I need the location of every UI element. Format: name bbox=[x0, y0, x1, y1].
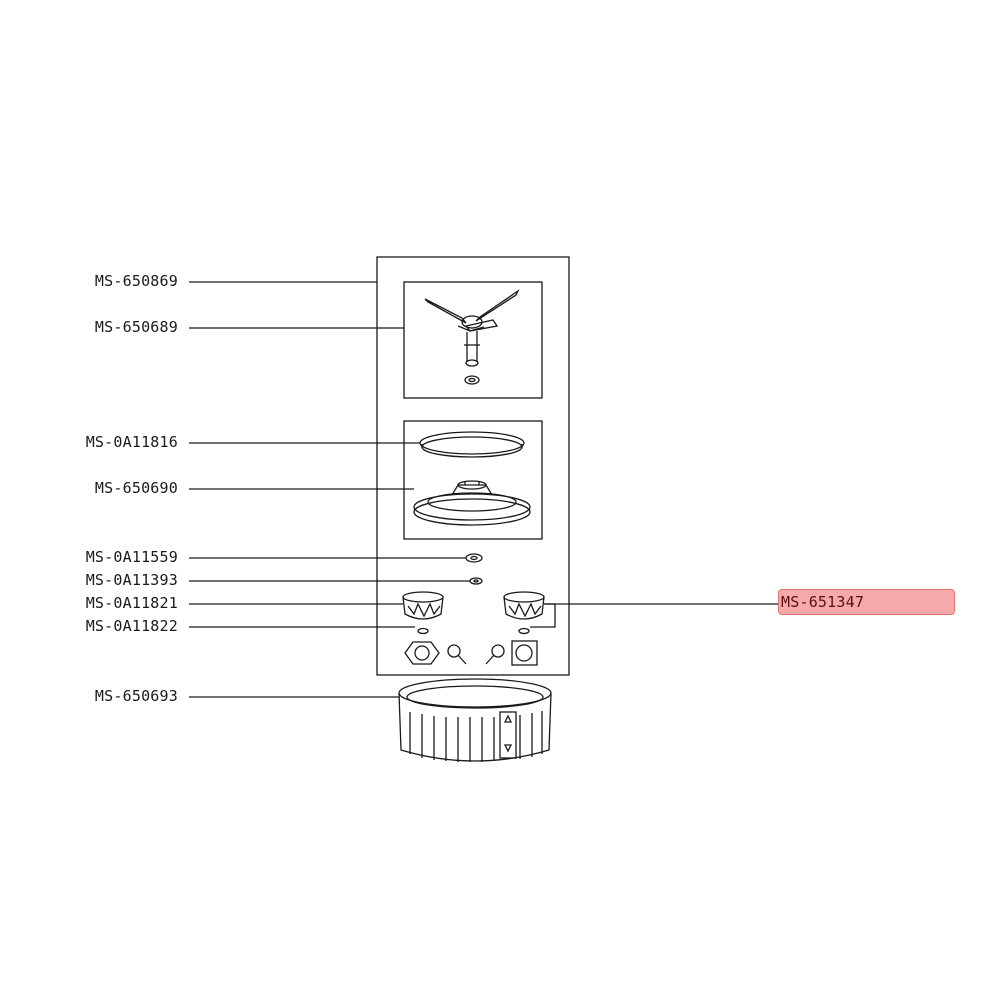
nut-small-left bbox=[417, 627, 429, 635]
washer-2-icon bbox=[469, 577, 483, 585]
base-plate-box bbox=[403, 420, 543, 540]
washer-1-hole bbox=[470, 555, 478, 561]
part-label: MS-650693 bbox=[94, 687, 178, 705]
coupler-right-icon bbox=[503, 591, 545, 620]
gasket-ring-icon bbox=[419, 431, 525, 458]
part-label: MS-0A11559 bbox=[85, 548, 178, 566]
part-label: MS-0A11821 bbox=[85, 594, 178, 612]
part-label: MS-0A11393 bbox=[85, 571, 178, 589]
nut-small-right bbox=[518, 627, 530, 635]
blade-box bbox=[403, 281, 543, 399]
hex-nut-icon bbox=[404, 641, 440, 665]
part-label: MS-0A11816 bbox=[85, 433, 178, 451]
magnifier-right-icon bbox=[485, 644, 505, 665]
highlighted-part-label[interactable]: MS-651347 bbox=[781, 593, 865, 611]
locking-ring-icon bbox=[398, 678, 552, 762]
coupler-left-icon bbox=[402, 591, 444, 620]
highlighted-part-box[interactable] bbox=[778, 589, 955, 615]
part-label: MS-0A11822 bbox=[85, 617, 178, 635]
part-label: MS-650689 bbox=[94, 318, 178, 336]
part-label: MS-650869 bbox=[94, 272, 178, 290]
magnifier-left-icon bbox=[447, 644, 467, 665]
square-nut-icon bbox=[511, 640, 538, 666]
washer-1-icon bbox=[465, 553, 483, 563]
part-label: MS-650690 bbox=[94, 479, 178, 497]
base-plate-icon bbox=[413, 480, 531, 526]
blade-assembly-icon bbox=[424, 289, 520, 385]
leader-lines bbox=[189, 281, 778, 698]
kit-frame bbox=[376, 256, 570, 676]
washer-2-hole bbox=[473, 579, 479, 583]
